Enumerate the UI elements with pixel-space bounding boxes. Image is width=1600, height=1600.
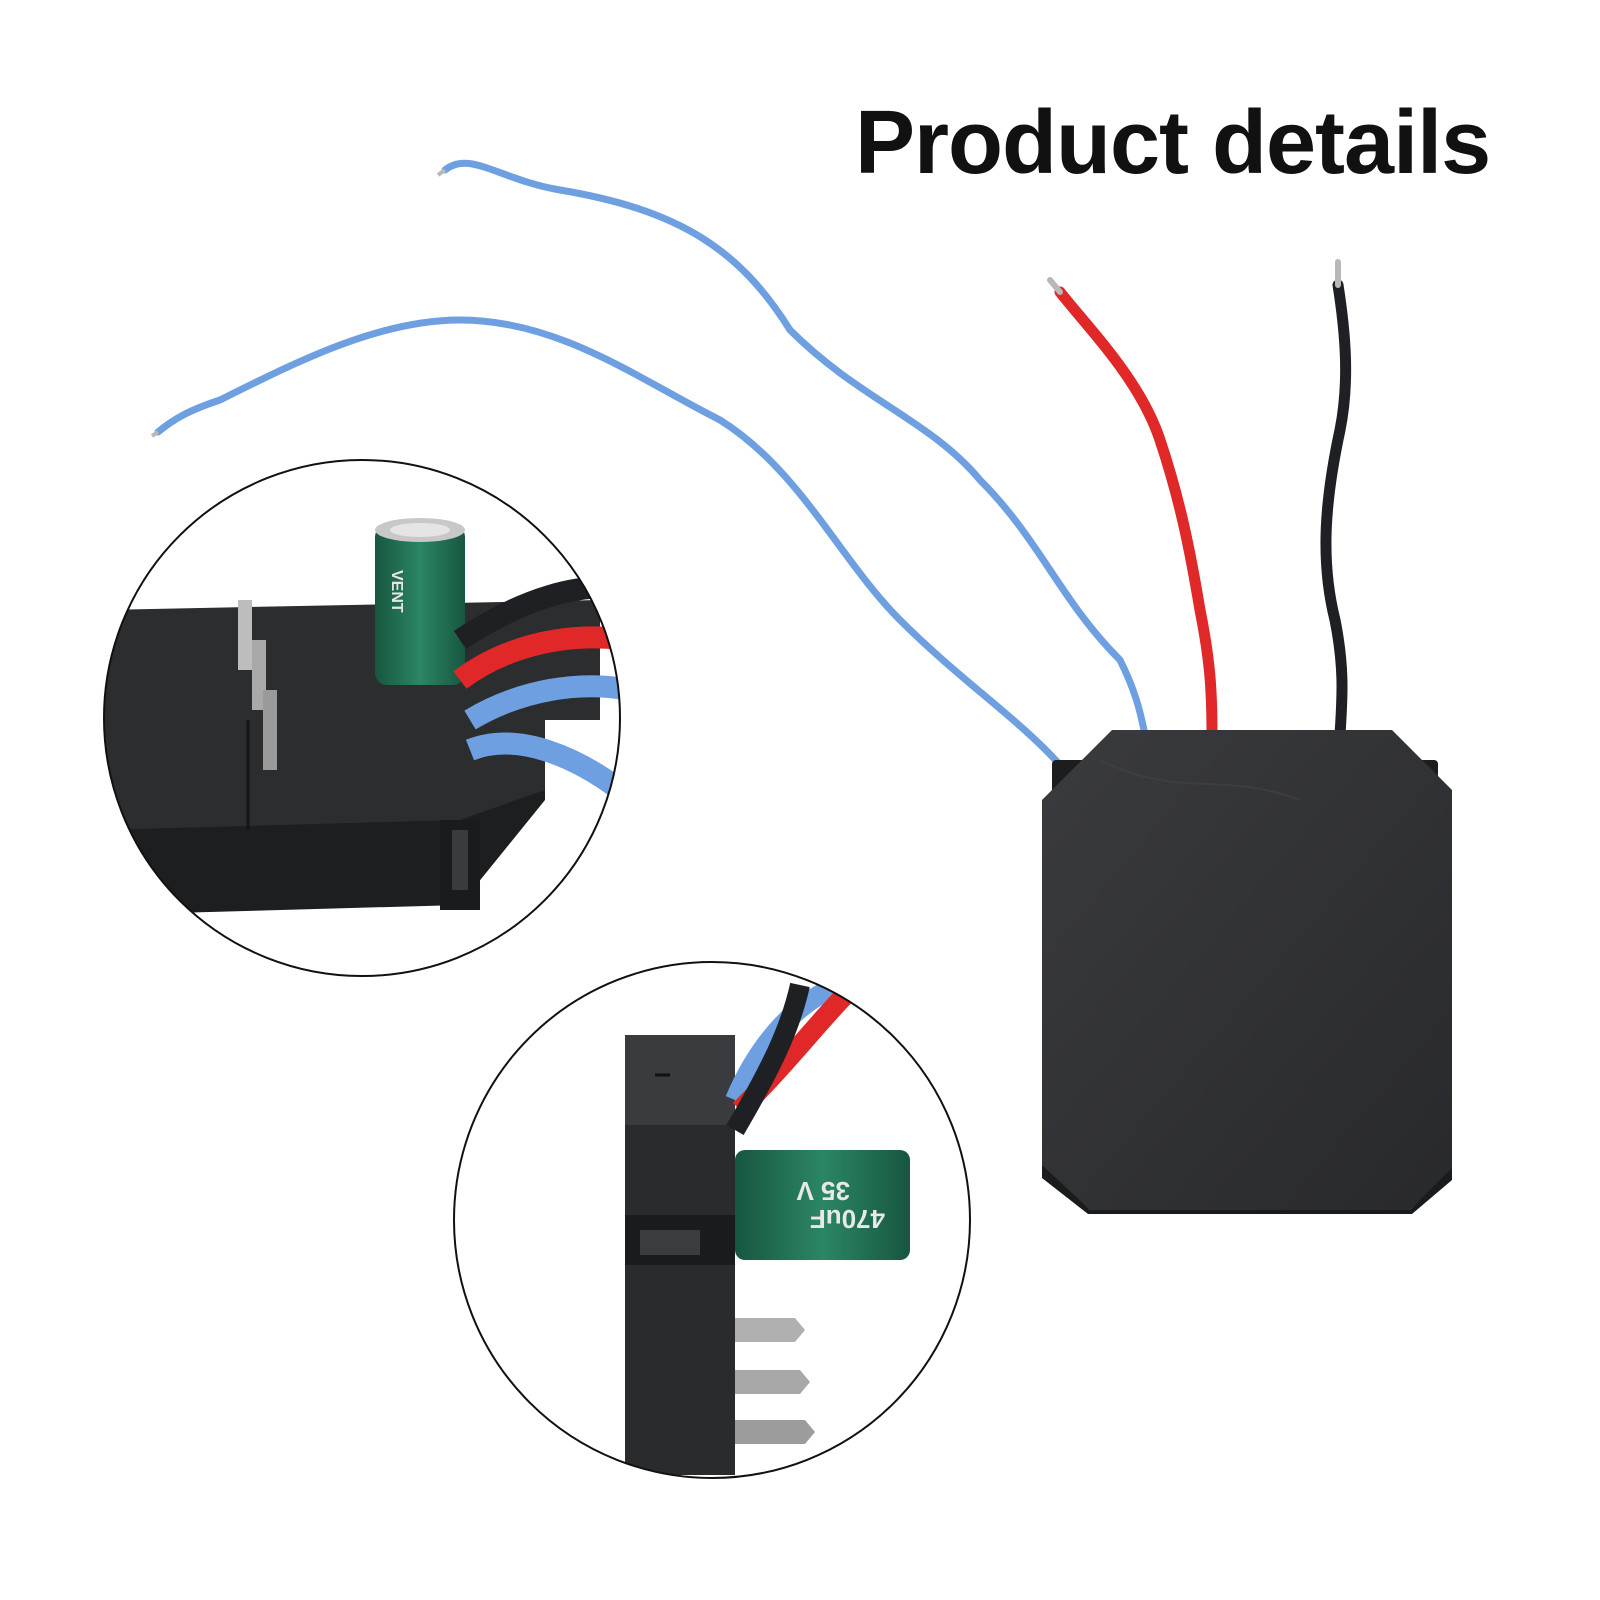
blue-wire-long [441, 159, 1149, 739]
capacitor-capacitance-label: 470uF [810, 1204, 885, 1234]
main-module [150, 159, 1452, 1214]
zoom-detail-side-view: VENT [103, 459, 621, 977]
blue-wire-short [154, 316, 1064, 769]
black-wire [1320, 279, 1352, 741]
svg-text:VENT: VENT [388, 570, 405, 613]
capacitor-voltage-label: 35 V [796, 1176, 850, 1206]
zoom-detail-edge-view: 35 V 470uF [453, 961, 971, 1479]
red-wire [1054, 286, 1218, 741]
page-title: Product details [855, 93, 1491, 193]
